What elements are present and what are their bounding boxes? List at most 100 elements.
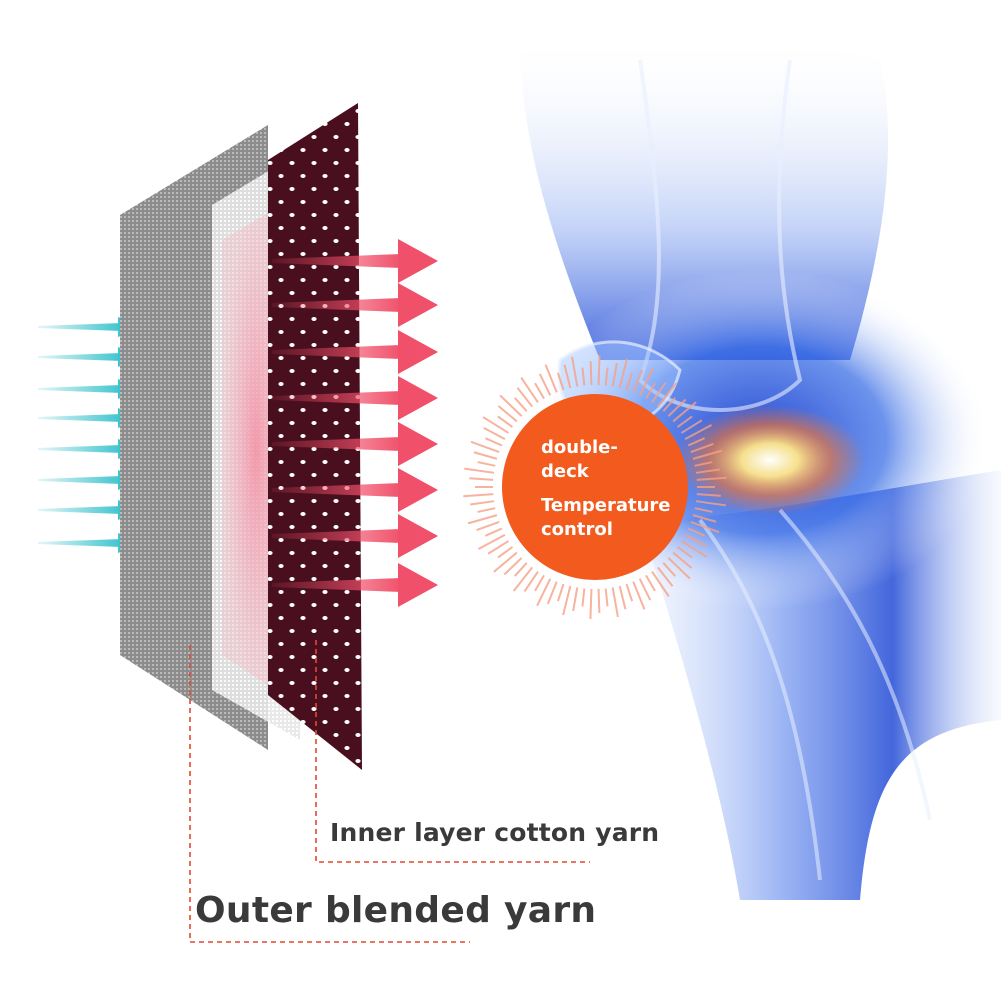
badge-ray (692, 514, 717, 523)
badge-ray (676, 546, 693, 559)
badge-ray (638, 578, 652, 601)
badge-ray (476, 520, 500, 532)
badge-ray (651, 381, 667, 403)
badge-ray (556, 372, 565, 391)
warm-air-arrow-icon (272, 422, 438, 466)
badge-ray (581, 588, 586, 607)
badge-ray (464, 467, 495, 474)
badge-ray (546, 581, 558, 605)
badge-ray (662, 397, 677, 412)
badge-ray (625, 372, 634, 391)
inner-label-leader (315, 640, 590, 863)
badge-ray (469, 477, 494, 481)
badge-ray (497, 546, 514, 559)
badge-ray (604, 588, 609, 607)
badge-ray (690, 442, 714, 454)
badge-ray (680, 540, 708, 558)
warm-air-arrows (272, 239, 438, 607)
outer-layer-label: Outer blended yarn (195, 890, 597, 931)
badge-ray (597, 355, 601, 386)
badge-ray (645, 574, 656, 592)
badge-ray (512, 566, 533, 592)
badge-ray (477, 534, 506, 550)
badge-text: double- deck Temperature control (541, 436, 691, 542)
warm-air-arrow-icon (272, 239, 438, 283)
badge-line-4: control (541, 519, 613, 540)
badge-ray (477, 507, 496, 513)
badge-ray (544, 364, 558, 393)
badge-ray (513, 562, 528, 577)
joint-hotspot (675, 405, 865, 515)
badge-ray (473, 451, 498, 460)
badge-ray (483, 426, 506, 440)
badge-ray (463, 493, 494, 498)
badge-ray (696, 476, 727, 481)
badge-ray (477, 461, 496, 467)
badge-ray (684, 534, 707, 548)
badge-ray (538, 373, 552, 396)
badge-ray (687, 527, 706, 537)
warm-air-arrow-icon (272, 376, 438, 420)
badge-ray (680, 419, 703, 434)
badge-ray (487, 540, 510, 555)
badge-ray (696, 493, 721, 497)
badge-ray (467, 514, 498, 525)
badge-ray (581, 367, 586, 386)
badge-ray (611, 362, 618, 387)
badge-ray (645, 382, 656, 400)
badge-ray (534, 574, 545, 592)
warm-air-arrow-icon (272, 563, 438, 607)
badge-ray (676, 415, 693, 428)
badge-ray (611, 587, 619, 618)
outer-label-leader (189, 645, 470, 943)
badge-ray (690, 520, 720, 534)
badge-ray (484, 437, 503, 447)
badge-ray (499, 394, 523, 417)
badge-ray (470, 500, 495, 506)
badge-ray (618, 358, 628, 389)
badge-ray (513, 397, 528, 412)
badge-ray (520, 377, 539, 403)
badge-ray (493, 551, 518, 573)
badge-ray (497, 405, 518, 423)
femur-bone (637, 59, 803, 412)
badge-ray (503, 557, 523, 576)
badge-ray (563, 364, 572, 389)
badge-line-2: deck (541, 461, 589, 482)
badge-ray (667, 557, 691, 580)
badge-ray (536, 578, 552, 607)
badge-ray (657, 566, 674, 587)
badge-ray (571, 356, 579, 387)
inner-cotton-layer (268, 103, 362, 770)
warm-air-arrow-icon (272, 468, 438, 512)
badge-ray (632, 581, 646, 610)
badge-ray (687, 437, 706, 447)
badge-ray (562, 585, 572, 616)
badge-ray (638, 367, 654, 396)
badge-rays (463, 355, 727, 619)
badge-ray (651, 571, 670, 597)
badge-ray (534, 382, 545, 400)
badge-ray (597, 588, 601, 613)
badge-ray (589, 361, 593, 386)
badge-ray (618, 585, 627, 610)
badge-ray (662, 562, 677, 577)
badge-ray (470, 440, 500, 454)
badge-ray (692, 449, 723, 460)
badge-ray (484, 527, 503, 537)
badge-ray (657, 382, 678, 408)
badge-ray (497, 415, 514, 428)
badge-line-1: double- (541, 437, 618, 458)
badge-ray (672, 551, 693, 569)
badge-ray (604, 367, 609, 386)
badge-ray (695, 500, 726, 507)
inner-layer-label: Inner layer cotton yarn (330, 818, 660, 847)
badge-ray (516, 387, 533, 408)
badge-ray (572, 587, 579, 612)
tibia-bone (698, 508, 932, 881)
warm-air-arrow-icon (272, 283, 438, 327)
temperature-badge (502, 394, 688, 580)
warm-air-arrow-icon (272, 330, 438, 374)
badge-ray (667, 398, 687, 417)
